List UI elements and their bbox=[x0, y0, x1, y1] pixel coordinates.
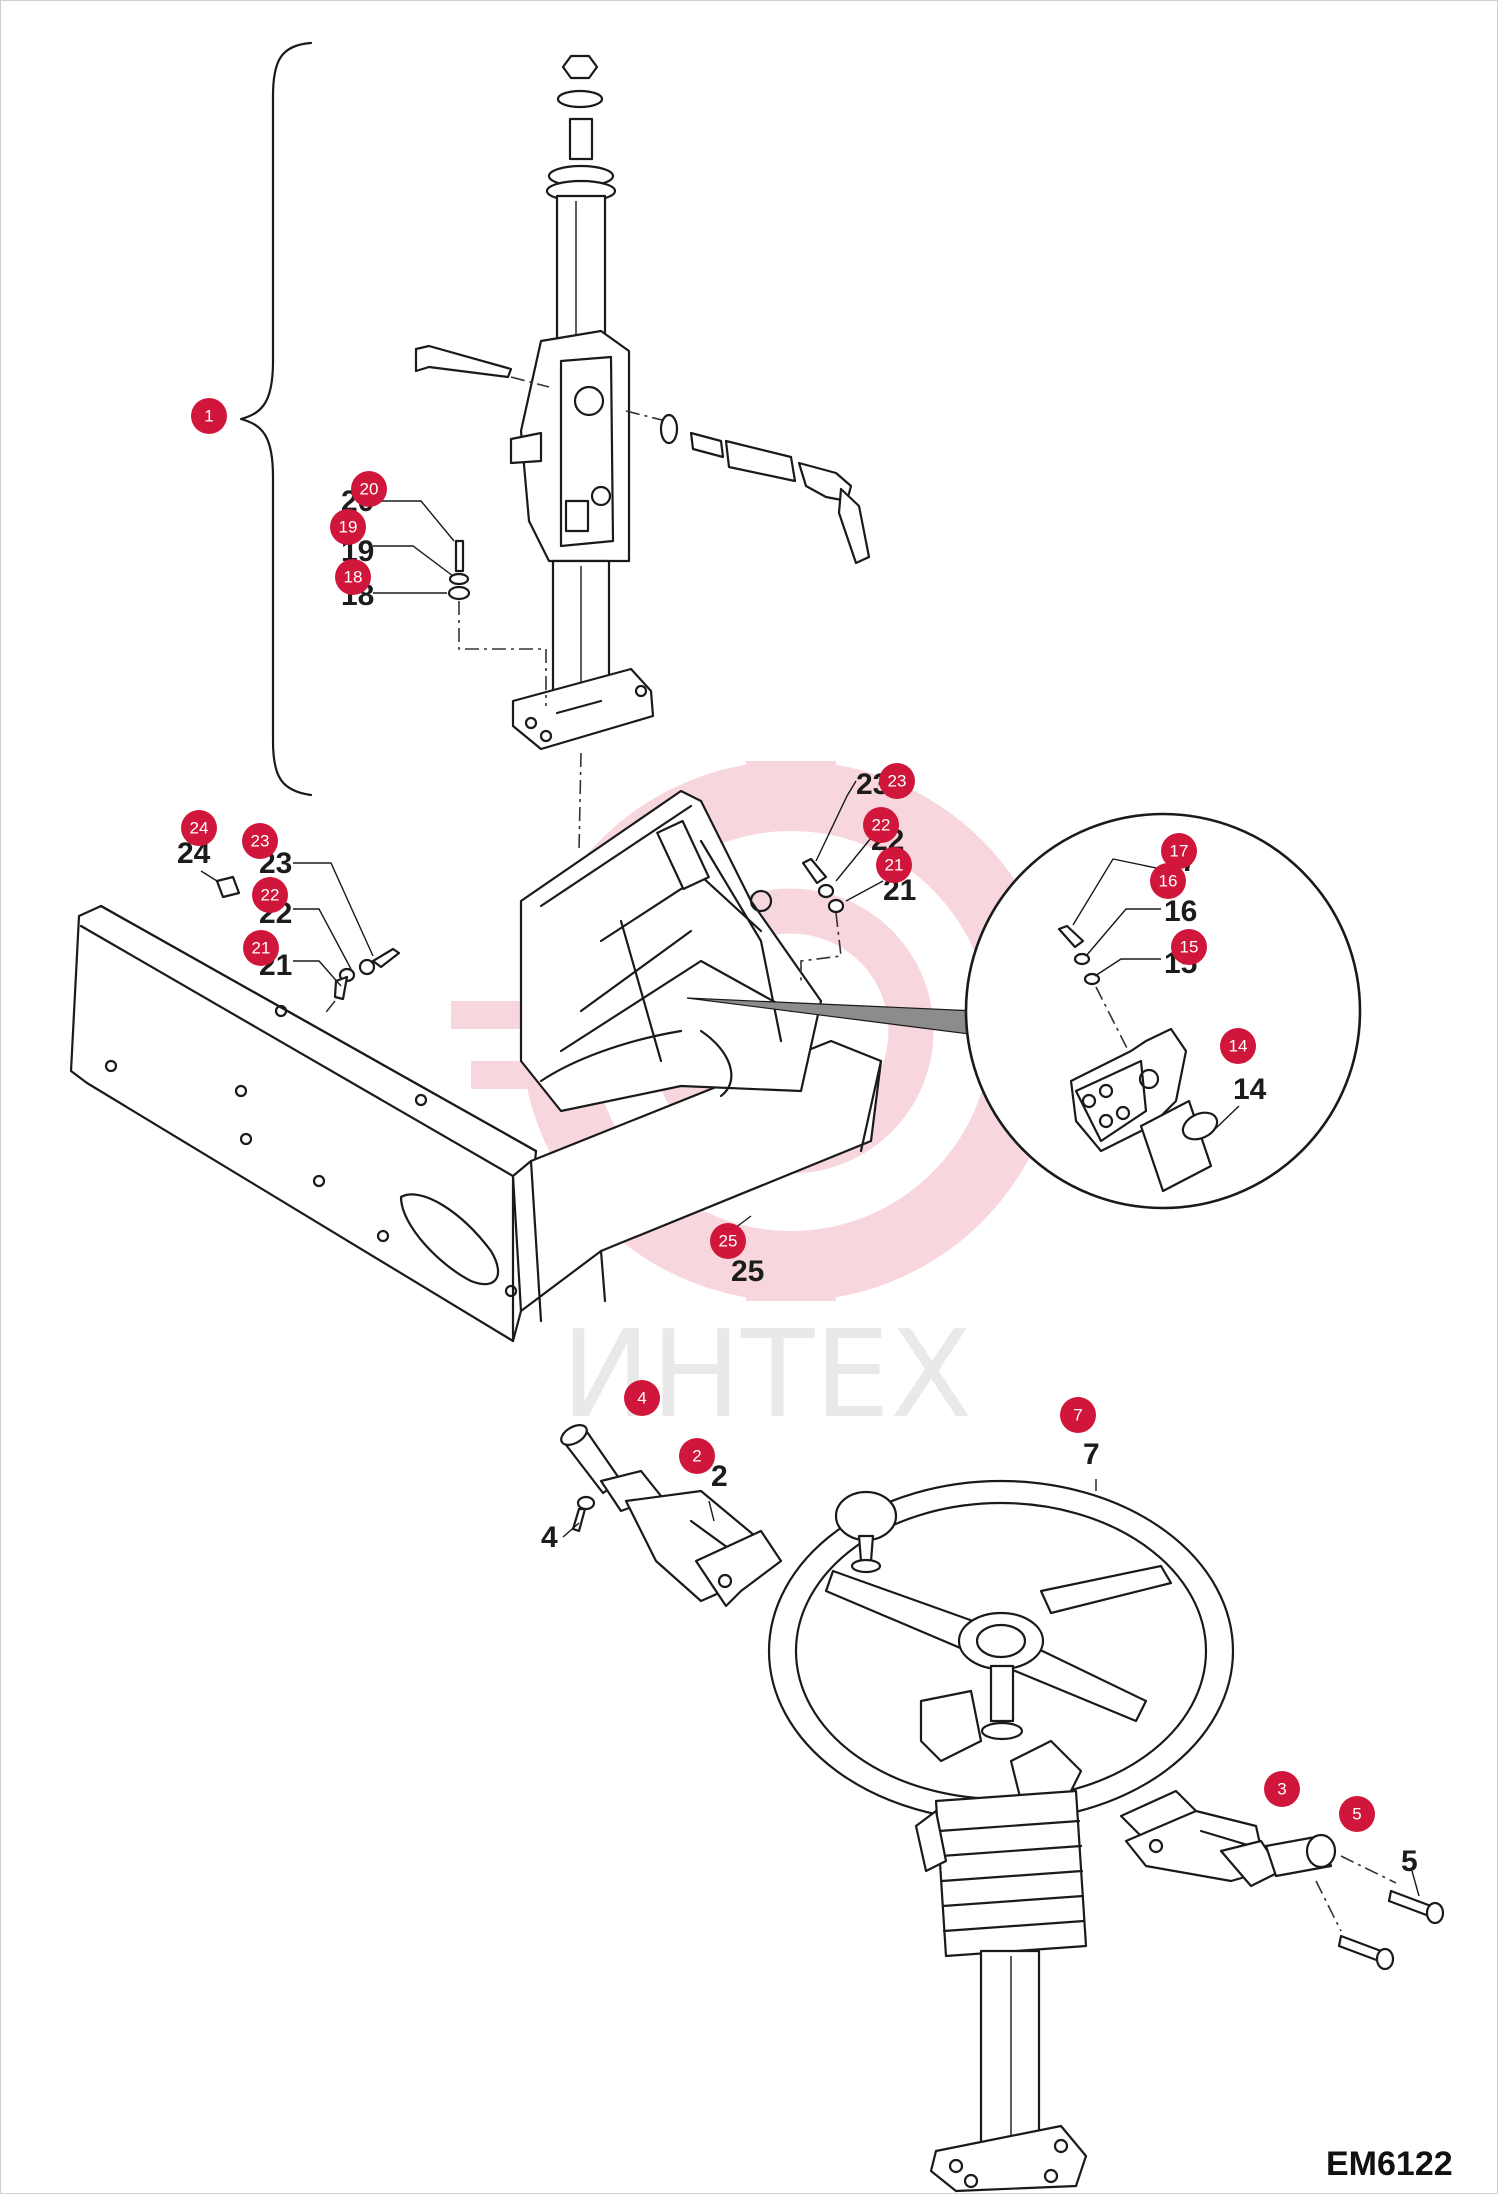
label-25: 25 bbox=[731, 1255, 764, 1288]
badge-5: 5 bbox=[1339, 1796, 1375, 1832]
frame-bracket-assembly bbox=[69, 780, 977, 1343]
badge-14: 14 bbox=[1220, 1028, 1256, 1064]
svg-text:23: 23 bbox=[251, 832, 270, 851]
badge-22b: 22 bbox=[863, 807, 899, 843]
svg-text:23: 23 bbox=[888, 772, 907, 791]
label-7: 7 bbox=[1083, 1438, 1100, 1471]
svg-text:20: 20 bbox=[360, 480, 379, 499]
badge-24: 24 bbox=[181, 810, 217, 846]
svg-text:24: 24 bbox=[190, 819, 209, 838]
svg-text:18: 18 bbox=[344, 568, 363, 587]
detail-magnifier-circle bbox=[964, 812, 1362, 1210]
badge-17: 17 bbox=[1161, 833, 1197, 869]
label-14: 14 bbox=[1233, 1073, 1267, 1106]
svg-text:14: 14 bbox=[1229, 1037, 1248, 1056]
badge-7: 7 bbox=[1060, 1397, 1096, 1433]
label-2: 2 bbox=[711, 1460, 728, 1493]
svg-text:16: 16 bbox=[1159, 872, 1178, 891]
svg-text:5: 5 bbox=[1352, 1805, 1361, 1824]
label-5: 5 bbox=[1401, 1845, 1418, 1878]
steering-wheel-assembly bbox=[767, 1479, 1235, 2193]
svg-text:21: 21 bbox=[252, 939, 271, 958]
badge-20: 20 bbox=[351, 471, 387, 507]
svg-text:3: 3 bbox=[1277, 1780, 1286, 1799]
svg-text:22: 22 bbox=[872, 816, 891, 835]
badge-22a: 22 bbox=[252, 877, 288, 913]
badge-15: 15 bbox=[1171, 929, 1207, 965]
badge-3: 3 bbox=[1264, 1771, 1300, 1807]
svg-text:25: 25 bbox=[719, 1232, 738, 1251]
svg-text:7: 7 bbox=[1073, 1406, 1082, 1425]
svg-text:1: 1 bbox=[204, 407, 213, 426]
red-part-badges: 1 20 19 18 23 22 21 24 23 22 21 17 16 15… bbox=[181, 398, 1375, 1832]
badge-23a: 23 bbox=[242, 823, 278, 859]
svg-text:21: 21 bbox=[885, 856, 904, 875]
badge-4: 4 bbox=[624, 1380, 660, 1416]
badge-1: 1 bbox=[191, 398, 227, 434]
label-4: 4 bbox=[541, 1521, 558, 1554]
badge-18: 18 bbox=[335, 559, 371, 595]
svg-text:4: 4 bbox=[637, 1389, 646, 1408]
badge-21b: 21 bbox=[876, 847, 912, 883]
badge-2: 2 bbox=[679, 1438, 715, 1474]
svg-text:17: 17 bbox=[1170, 842, 1189, 861]
right-joint-assembly bbox=[1119, 1789, 1445, 1971]
badge-21a: 21 bbox=[243, 930, 279, 966]
label-16: 16 bbox=[1164, 895, 1197, 928]
badge-16: 16 bbox=[1150, 863, 1186, 899]
svg-text:19: 19 bbox=[339, 518, 358, 537]
steering-column-assembly bbox=[239, 41, 871, 852]
svg-text:15: 15 bbox=[1180, 938, 1199, 957]
svg-text:2: 2 bbox=[692, 1447, 701, 1466]
svg-text:22: 22 bbox=[261, 886, 280, 905]
left-joint-assembly bbox=[560, 1424, 783, 1608]
watermark-text: ИНТЕХ bbox=[561, 1306, 972, 1445]
badge-19: 19 bbox=[330, 509, 366, 545]
diagram-code: EM6122 bbox=[1326, 2145, 1453, 2183]
badge-23b: 23 bbox=[879, 763, 915, 799]
badge-25: 25 bbox=[710, 1223, 746, 1259]
